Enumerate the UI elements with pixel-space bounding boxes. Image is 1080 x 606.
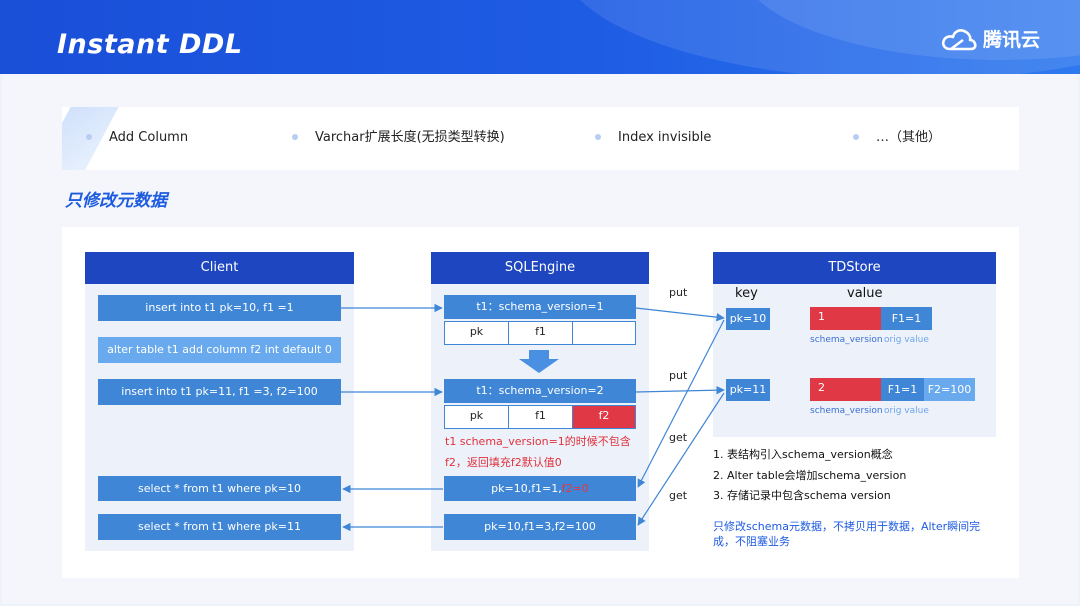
brand-name: 腾讯云 bbox=[983, 29, 1041, 51]
result-pk10-default: f2=0 bbox=[561, 482, 589, 495]
client-op-select-1: select * from t1 where pk=10 bbox=[98, 476, 341, 501]
cloud-icon bbox=[941, 29, 977, 51]
summary-note: 只修改schema元数据，不拷贝用于数据，Alter瞬间完成，不阻塞业务 bbox=[713, 520, 981, 548]
schema-version-caption: schema_version bbox=[810, 335, 883, 345]
note-item: 2. Alter table会增加schema_version bbox=[713, 469, 907, 482]
client-op-insert-2: insert into t1 pk=11, f1 =3, f2=100 bbox=[98, 379, 341, 405]
bullet-icon bbox=[86, 133, 92, 140]
feature-item: Add Column bbox=[86, 129, 188, 147]
schema1-col-f1: f1 bbox=[508, 321, 573, 345]
orig-value-caption: orig value bbox=[884, 406, 929, 416]
value-column-label: value bbox=[847, 286, 883, 301]
result-pk11: pk=10,f1=3,f2=100 bbox=[444, 514, 636, 540]
feature-item: Index invisible bbox=[595, 129, 711, 147]
tdstore-header: TDStore bbox=[713, 252, 996, 284]
store-version-2: 2 bbox=[810, 378, 881, 401]
section-subtitle: 只修改元数据 bbox=[65, 191, 167, 211]
store-orig-f1-2: F1=1 bbox=[881, 378, 924, 401]
client-header: Client bbox=[85, 252, 354, 284]
store-f2-100: F2=100 bbox=[924, 378, 975, 401]
note-item: 1. 表结构引入schema_version概念 bbox=[713, 448, 893, 461]
note-item: 3. 存储记录中包含schema version bbox=[713, 489, 891, 502]
arrow-put-1 bbox=[635, 307, 725, 322]
feature-bar bbox=[62, 107, 1019, 170]
feature-label: …（其他） bbox=[876, 130, 942, 145]
header-bar bbox=[0, 0, 1080, 74]
schema1-col-empty bbox=[572, 321, 636, 345]
put-label-1: put bbox=[669, 286, 688, 299]
store-orig-f1-1: F1=1 bbox=[881, 307, 932, 330]
store-key-pk11: pk=11 bbox=[726, 379, 770, 401]
schema2-col-f1: f1 bbox=[508, 405, 573, 429]
bullet-icon bbox=[292, 133, 298, 140]
arrow-get-2 bbox=[637, 392, 725, 526]
arrow-put-2 bbox=[635, 385, 725, 395]
store-version-1: 1 bbox=[810, 307, 881, 330]
bullet-icon bbox=[853, 133, 859, 140]
down-arrow-icon bbox=[519, 350, 559, 373]
arrow-get-1 bbox=[637, 319, 725, 488]
schema-version-2: t1：schema_version=2 bbox=[444, 379, 636, 403]
schema1-col-pk: pk bbox=[444, 321, 509, 345]
client-op-insert-1: insert into t1 pk=10, f1 =1 bbox=[98, 295, 341, 321]
schema-version-1: t1：schema_version=1 bbox=[444, 295, 636, 319]
result-pk10-text: pk=10,f1=1, bbox=[491, 482, 562, 495]
client-op-alter: alter table t1 add column f2 int default… bbox=[98, 337, 341, 363]
bullet-icon bbox=[595, 133, 601, 140]
client-op-select-2: select * from t1 where pk=11 bbox=[98, 514, 341, 540]
schema2-col-pk: pk bbox=[444, 405, 509, 429]
brand-logo: 腾讯云 bbox=[941, 25, 1045, 55]
sqlengine-note-line2: f2，返回填充f2默认值0 bbox=[445, 456, 562, 469]
feature-item: …（其他） bbox=[853, 129, 941, 147]
get-label-2: get bbox=[669, 489, 688, 502]
feature-label: Varchar扩展长度(无损类型转换) bbox=[315, 130, 505, 145]
schema2-col-f2: f2 bbox=[572, 405, 636, 429]
schema-version-caption: schema_version bbox=[810, 406, 883, 416]
orig-value-caption: orig value bbox=[884, 335, 929, 345]
get-label-1: get bbox=[669, 431, 688, 444]
key-column-label: key bbox=[735, 286, 758, 301]
put-label-2: put bbox=[669, 369, 688, 382]
page-title: Instant DDL bbox=[57, 29, 243, 60]
result-pk10: pk=10,f1=1,f2=0 bbox=[444, 476, 636, 501]
feature-label: Index invisible bbox=[618, 130, 712, 145]
feature-label: Add Column bbox=[109, 130, 189, 145]
store-key-pk10: pk=10 bbox=[726, 308, 770, 330]
feature-item: Varchar扩展长度(无损类型转换) bbox=[292, 129, 505, 147]
sqlengine-header: SQLEngine bbox=[431, 252, 649, 284]
sqlengine-note-line1: t1 schema_version=1的时候不包含 bbox=[445, 435, 631, 448]
